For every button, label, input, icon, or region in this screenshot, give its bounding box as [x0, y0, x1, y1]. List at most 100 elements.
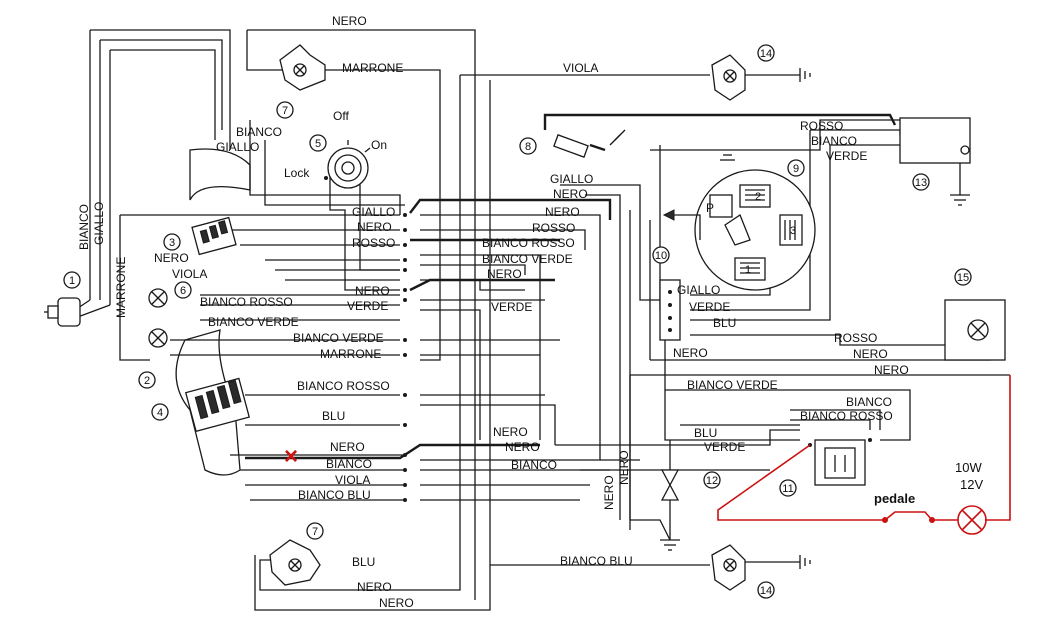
wire-label-nero-r1: NERO	[553, 187, 588, 201]
switch-lock-label: Lock	[284, 166, 310, 180]
wire-label-nero-r3: NERO	[487, 267, 522, 281]
wire-label-rosso-c: ROSSO	[352, 236, 395, 250]
wire-label-nero-c2: NERO	[355, 284, 390, 298]
wire-label-nero-r5: NERO	[505, 440, 540, 454]
wire-label-marrone-c: MARRONE	[320, 347, 381, 361]
voltage-regulator	[808, 438, 872, 486]
disconnect-mark: ×	[284, 443, 298, 470]
wire-label-nero-v2: NERO	[617, 450, 631, 485]
wire-label-nero-v1: NERO	[602, 475, 616, 510]
wire-label-bianco-11: BIANCO	[846, 395, 892, 409]
pedale-contact-right	[929, 517, 935, 523]
bulb-volt-label: 12V	[960, 477, 983, 492]
num-3: 3	[169, 237, 175, 249]
num-1: 1	[69, 275, 75, 287]
num-13: 13	[915, 177, 927, 189]
wire-label-bianco-rosso-11: BIANCO ROSSO	[800, 409, 893, 423]
wire-label-nero-c1: NERO	[357, 220, 392, 234]
wire-label-bianco-1: BIANCO	[236, 125, 282, 139]
wire-label-viola-l: VIOLA	[172, 267, 207, 281]
num-8: 8	[525, 141, 531, 153]
spark-plug	[553, 129, 626, 158]
wire-label-bianco-blu-r: BIANCO BLU	[560, 554, 633, 568]
wire-label-verde-c: VERDE	[347, 299, 388, 313]
wire-label-verde-10: VERDE	[689, 300, 730, 314]
handlebar-shape	[175, 148, 251, 476]
stator-coil-2: 2	[755, 191, 761, 203]
lamp-2	[148, 328, 168, 348]
spark-plug-cable	[589, 143, 606, 152]
horn-switch-block	[184, 377, 251, 433]
stator-coil-1: 1	[745, 264, 751, 276]
wire-label-blu-11: BLU	[694, 426, 717, 440]
wire-label-bianco-c: BIANCO	[326, 457, 372, 471]
num-15: 15	[957, 272, 969, 284]
wire-label-marrone-top: MARRONE	[342, 61, 403, 75]
wire-label-bianco-rosso-c: BIANCO ROSSO	[297, 379, 390, 393]
stop-switch	[660, 469, 680, 551]
tail-lamp-top	[279, 44, 326, 91]
num-9: 9	[793, 163, 799, 175]
wire-label-giallo-1: GIALLO	[216, 140, 259, 154]
wire-label-blu-c: BLU	[322, 409, 345, 423]
stator-disc	[662, 154, 816, 291]
wire-label-rosso-15: ROSSO	[834, 331, 877, 345]
wire-label-nero-r2: NERO	[545, 205, 580, 219]
num-7-bottom: 7	[312, 526, 318, 538]
wire-label-marrone-v: MARRONE	[114, 257, 128, 318]
wire-label-bianco-rosso-r: BIANCO ROSSO	[482, 236, 575, 250]
stop-lamp-top	[711, 54, 811, 101]
num-2: 2	[144, 375, 150, 387]
ignition-switch	[324, 140, 371, 189]
num-10: 10	[655, 250, 667, 262]
tail-lamp-bottom	[269, 539, 321, 586]
stator-coil-3: 3	[790, 225, 796, 237]
wire-label-nero-15a: NERO	[853, 347, 888, 361]
pedale-label: pedale	[874, 491, 915, 506]
wire-label-nero-15b: NERO	[874, 363, 909, 377]
wire-label-bianco-blu-c: BIANCO BLU	[298, 488, 371, 502]
wire-label-giallo-r: GIALLO	[550, 172, 593, 186]
wire-label-nero-top: NERO	[332, 14, 367, 28]
wire-label-bianco-reg: BIANCO	[811, 134, 857, 148]
wire-label-blu-10: BLU	[713, 316, 736, 330]
switch-on-label: On	[371, 138, 387, 152]
wire-label-viola-c: VIOLA	[335, 473, 370, 487]
num-14-top: 14	[760, 48, 772, 60]
pedale-modification	[717, 375, 1011, 535]
terminal-dots	[403, 213, 407, 502]
pedale-contact-left	[882, 517, 888, 523]
wire-label-bianco-rosso-l: BIANCO ROSSO	[200, 295, 293, 309]
num-7-top: 7	[282, 105, 288, 117]
wire-label-viola-top: VIOLA	[563, 61, 598, 75]
wire-label-nero-l: NERO	[154, 251, 189, 265]
stator-p-label: P	[706, 201, 714, 215]
wire-label-blu-b: BLU	[352, 555, 375, 569]
wire-label-bianco-verde-11: BIANCO VERDE	[687, 378, 778, 392]
wire-label-nero-c3: NERO	[330, 440, 365, 454]
wire-label-nero-10: NERO	[673, 346, 708, 360]
wire-label-bianco-verde-l: BIANCO VERDE	[208, 315, 299, 329]
num-6: 6	[180, 285, 186, 297]
wire-label-verde-reg: VERDE	[826, 149, 867, 163]
num-12: 12	[706, 475, 718, 487]
harness-wires	[74, 29, 1010, 611]
wire-label-rosso-r: ROSSO	[532, 221, 575, 235]
wire-label-nero-b1: NERO	[357, 580, 392, 594]
wire-label-verde-11: VERDE	[704, 440, 745, 454]
component-numbers: 1 2 3 4 5 6 7 7 8 9 10 11 12 13 14 14 15	[63, 44, 972, 599]
lamp-6	[148, 288, 168, 308]
wire-label-bianco-verde-c: BIANCO VERDE	[293, 331, 384, 345]
horn-component	[44, 297, 81, 327]
wire-label-giallo-10: GIALLO	[677, 283, 720, 297]
wire-label-nero-r4: NERO	[493, 425, 528, 439]
wire-label-verde-r: VERDE	[491, 300, 532, 314]
switch-off-label: Off	[333, 109, 349, 123]
wire-label-nero-b2: NERO	[379, 596, 414, 610]
rectifier-regulator	[899, 117, 971, 206]
wire-label-giallo-c: GIALLO	[352, 205, 395, 219]
wire-label-bianco-verde-r: BIANCO VERDE	[482, 252, 573, 266]
wire-label-bianco-v: BIANCO	[77, 204, 91, 250]
wire-label-bianco-r: BIANCO	[511, 458, 557, 472]
